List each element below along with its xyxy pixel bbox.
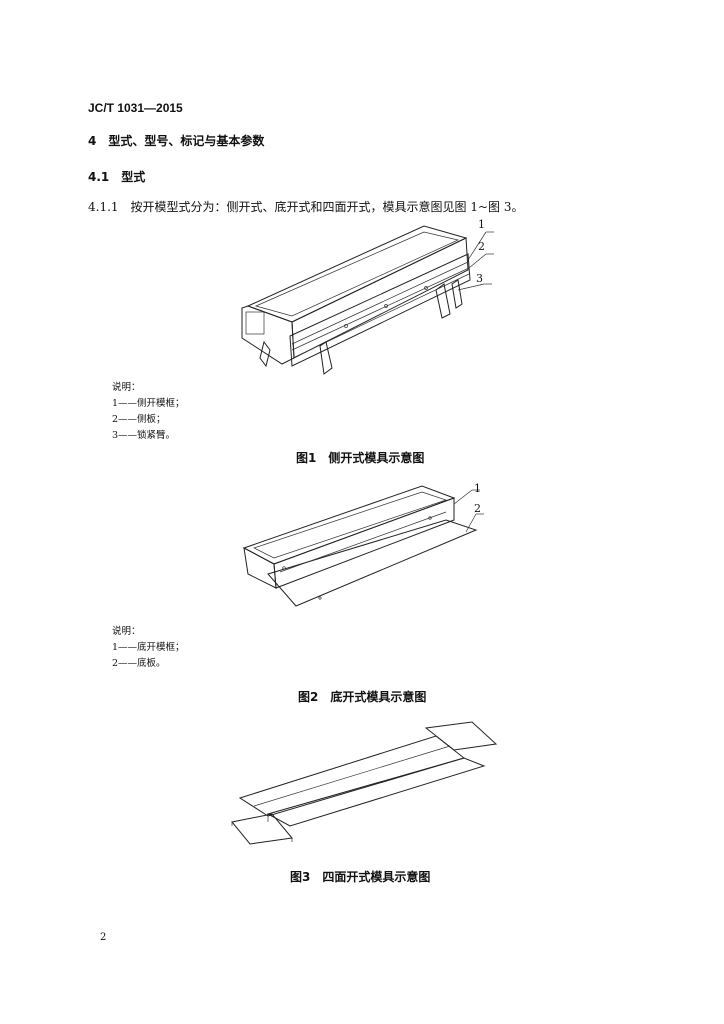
mold-panels [231, 721, 498, 845]
fig2-callout-2: 2 [474, 502, 481, 515]
figure-3-four-side-opening-mold-drawing [231, 721, 498, 845]
figure-3-caption: 图3 四面开式模具示意图 [290, 870, 431, 884]
fig1-callout-3: 3 [476, 272, 483, 285]
fig2-callout-1: 1 [474, 482, 481, 495]
page-number: 2 [100, 932, 107, 943]
clause-4-1-1-text: 4.1.1 按开模型式分为：侧开式、底开式和四面开式，模具示意图见图 1~图 3… [88, 200, 524, 214]
figure-1-callouts [457, 231, 494, 291]
standard-code: JC/T 1031—2015 [88, 101, 183, 115]
legend-title: 说明： [112, 382, 141, 393]
figure-2-bottom-opening-mold-drawing [242, 485, 484, 607]
fig1-callout-1: 1 [478, 218, 485, 231]
fig1-callout-2: 2 [478, 240, 485, 253]
legend-item: 1——侧开模框； [112, 398, 185, 409]
figure-1-legend: 说明： 1——侧开模框； 2——侧板； 3——锁紧臂。 [112, 380, 185, 444]
legend-item: 3——锁紧臂。 [112, 430, 176, 441]
figure-2-caption: 图2 底开式模具示意图 [298, 690, 427, 704]
figure-2-callouts [453, 489, 484, 533]
mold-body [242, 485, 478, 607]
mold-body [241, 225, 471, 375]
legend-item: 2——侧板； [112, 414, 166, 425]
figure-2-legend: 说明： 1——底开模框； 2——底板。 [112, 624, 185, 672]
figure-1-caption: 图1 侧开式模具示意图 [296, 451, 425, 465]
legend-item: 1——底开模框； [112, 642, 185, 653]
figure-1-side-opening-mold-drawing [241, 225, 494, 375]
section-4-heading: 4 型式、型号、标记与基本参数 [88, 134, 265, 148]
section-4-1-heading: 4.1 型式 [88, 170, 146, 184]
legend-title: 说明： [112, 626, 141, 637]
legend-item: 2——底板。 [112, 658, 166, 669]
